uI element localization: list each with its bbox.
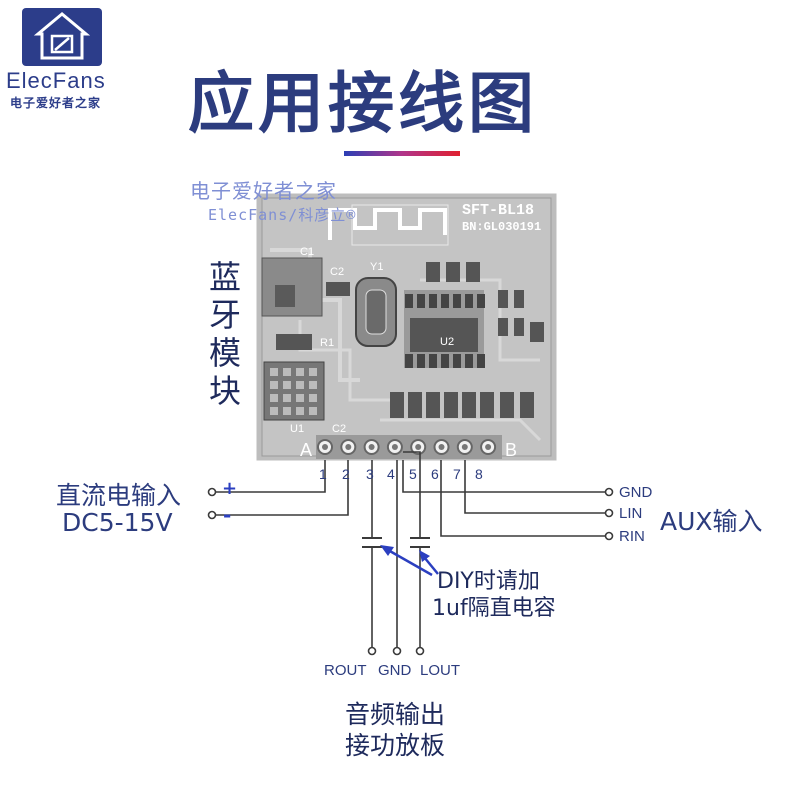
watermark-line2: ElecFans/科彦立® xyxy=(208,206,357,224)
header-pin-hole xyxy=(415,444,422,450)
module-model: SFT-BL18 xyxy=(462,202,535,219)
pin-number: 5 xyxy=(409,466,417,482)
title-underline xyxy=(344,151,460,156)
header-pins xyxy=(317,439,497,455)
pcb-label: U2 xyxy=(440,336,454,348)
output-pin-lout: LOUT xyxy=(420,662,461,679)
aux-pin-lin: LIN xyxy=(619,505,643,522)
note-line2: 1uf隔直电容 xyxy=(432,596,556,621)
audio-output-label: 音频输出 xyxy=(345,700,446,729)
power-input-label: 直流电输入 xyxy=(56,481,182,510)
header-pin-hole xyxy=(391,444,398,450)
output-pin-rout: ROUT xyxy=(324,662,367,679)
elecfans-logo xyxy=(22,8,102,66)
aux-pin-rin: RIN xyxy=(619,528,645,545)
header-pin-hole xyxy=(461,444,468,450)
header-pin-hole xyxy=(485,444,492,450)
pcb-label-a: A xyxy=(300,440,312,460)
power-voltage-range: DC5-15V xyxy=(62,508,173,537)
output-pin-gnd: GND xyxy=(378,662,412,679)
header-pin-hole xyxy=(345,444,352,450)
amplifier-label: 接功放板 xyxy=(345,731,446,760)
pin-number: 1 xyxy=(319,466,327,482)
header-pin-hole xyxy=(322,444,328,450)
note-line1: DIY时请加 xyxy=(437,569,540,594)
pin-number: 8 xyxy=(475,466,483,482)
house-icon xyxy=(33,12,91,60)
pcb-label: Y1 xyxy=(370,261,383,273)
header-pin-hole xyxy=(368,444,375,450)
pcb-label: R1 xyxy=(320,337,334,349)
pin-number: 2 xyxy=(342,466,350,482)
logo-name: ElecFans xyxy=(6,68,106,93)
wires xyxy=(214,451,606,648)
pin-number: 4 xyxy=(387,466,395,482)
coupling-capacitors xyxy=(362,537,430,548)
aux-pin-gnd: GND xyxy=(619,484,653,501)
pcb-label: C1 xyxy=(300,246,314,258)
pin-number: 6 xyxy=(431,466,439,482)
aux-input-label: AUX输入 xyxy=(660,507,763,536)
note-arrows xyxy=(380,545,439,577)
pcb-label: C2 xyxy=(332,423,346,435)
module-serial: BN:GL030191 xyxy=(462,220,542,234)
pin-number: 7 xyxy=(453,466,461,482)
logo-subtitle: 电子爱好者之家 xyxy=(10,96,102,110)
bluetooth-module-label: 蓝 牙 模 块 xyxy=(208,258,241,410)
minus-sign: - xyxy=(223,503,232,527)
pin-number: 3 xyxy=(366,466,374,482)
page-title: 应用接线图 xyxy=(188,65,538,142)
terminals xyxy=(207,487,614,656)
header-pin-hole xyxy=(438,444,445,450)
watermark-line1: 电子爱好者之家 xyxy=(190,179,337,203)
plus-sign: + xyxy=(222,478,238,499)
pcb-board: C1 C2 Y1 R1 U2 U1 C2 A B xyxy=(253,190,560,464)
pcb-label: C2 xyxy=(330,266,344,278)
pcb-label-b: B xyxy=(505,440,517,460)
pcb-label: U1 xyxy=(290,423,304,435)
